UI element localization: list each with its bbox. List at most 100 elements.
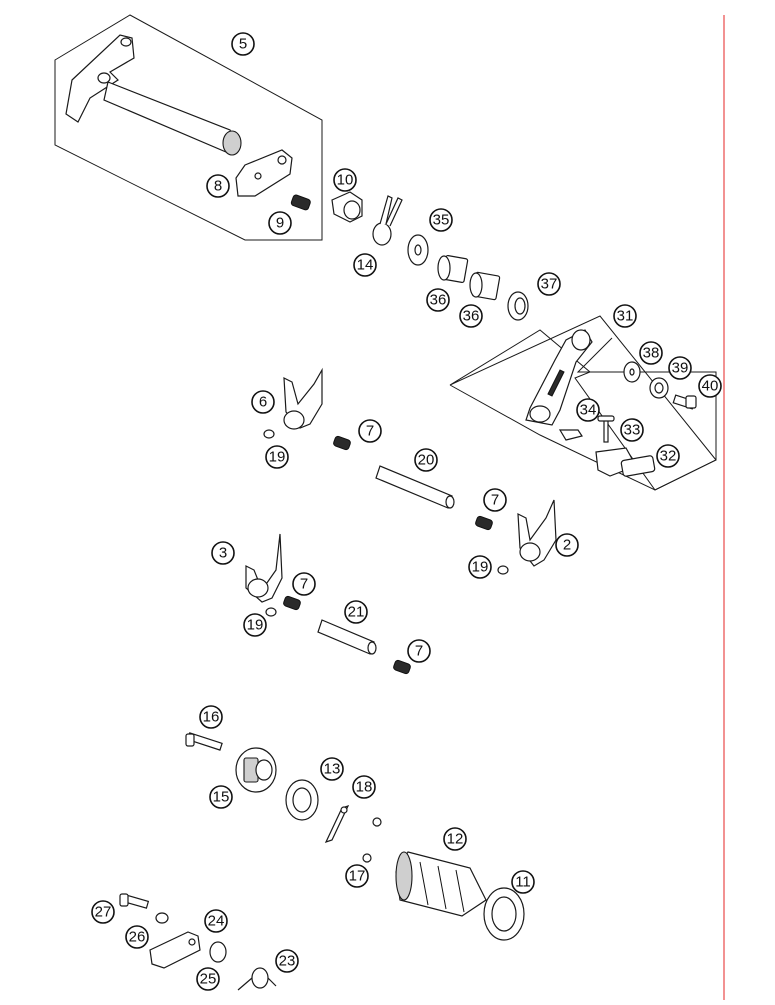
svg-text:33: 33 — [624, 422, 641, 439]
lock-washer-39 — [649, 377, 669, 399]
callout-27: 27 — [91, 900, 115, 924]
svg-text:10: 10 — [337, 172, 354, 189]
bolt-16 — [185, 732, 223, 751]
svg-text:17: 17 — [349, 868, 366, 885]
callout-8: 8 — [206, 174, 230, 198]
spring-clip-14 — [372, 195, 403, 246]
spring-7b — [475, 515, 493, 531]
svg-text:32: 32 — [660, 448, 677, 465]
shift-fork-2 — [517, 499, 557, 567]
svg-text:7: 7 — [491, 492, 499, 509]
group-frame-shift-lever-outline — [449, 337, 717, 491]
locking-lever-26 — [149, 931, 201, 969]
callout-16: 16 — [199, 705, 223, 729]
svg-text:19: 19 — [269, 449, 286, 466]
bolt-40 — [672, 394, 697, 410]
svg-text:27: 27 — [95, 904, 112, 921]
svg-text:20: 20 — [418, 452, 435, 469]
svg-text:25: 25 — [200, 971, 217, 988]
svg-text:16: 16 — [203, 709, 220, 726]
callout-2: 2 — [555, 533, 579, 557]
callout-39: 39 — [668, 356, 692, 380]
svg-text:36: 36 — [463, 308, 480, 325]
callout-26: 26 — [125, 925, 149, 949]
svg-text:35: 35 — [433, 212, 450, 229]
shift-drum-12 — [395, 851, 487, 917]
bearing-13 — [285, 779, 319, 821]
callout-40: 40 — [698, 374, 722, 398]
svg-text:39: 39 — [672, 360, 689, 377]
shift-rail-20 — [375, 465, 455, 509]
callout-38: 38 — [639, 341, 663, 365]
pin-34 — [558, 429, 583, 441]
washer-38 — [623, 361, 641, 383]
shift-rail-21 — [317, 619, 377, 655]
callout-7c: 7 — [292, 572, 316, 596]
svg-text:19: 19 — [472, 559, 489, 576]
svg-text:21: 21 — [348, 604, 365, 621]
svg-text:3: 3 — [219, 545, 227, 562]
callout-32: 32 — [656, 444, 680, 468]
retainer-18 — [324, 804, 350, 844]
callout-36b: 36 — [459, 304, 483, 328]
svg-text:11: 11 — [515, 874, 531, 891]
svg-text:7: 7 — [366, 423, 374, 440]
callout-19a: 19 — [265, 445, 289, 469]
callout-25: 25 — [196, 967, 220, 991]
shift-plate — [235, 149, 293, 197]
screw-18 — [372, 817, 382, 827]
callout-34: 34 — [576, 398, 600, 422]
svg-text:18: 18 — [356, 779, 373, 796]
callout-37: 37 — [537, 272, 561, 296]
svg-text:38: 38 — [643, 345, 660, 362]
svg-text:31: 31 — [617, 308, 634, 325]
callout-23: 23 — [275, 949, 299, 973]
pin-19a — [263, 429, 275, 439]
callout-19b: 19 — [468, 555, 492, 579]
callout-7b: 7 — [483, 488, 507, 512]
callout-7a: 7 — [358, 419, 382, 443]
svg-text:23: 23 — [279, 953, 296, 970]
callout-13: 13 — [320, 757, 344, 781]
callout-6: 6 — [251, 390, 275, 414]
spring-7c — [283, 595, 301, 611]
pin-33 — [597, 415, 615, 443]
shift-drum-locator-15 — [235, 747, 277, 793]
bolt-27 — [119, 893, 150, 909]
callout-35: 35 — [429, 208, 453, 232]
svg-text:15: 15 — [213, 789, 230, 806]
callout-5: 5 — [231, 32, 255, 56]
svg-text:19: 19 — [247, 617, 264, 634]
callout-19c: 19 — [243, 613, 267, 637]
pin-19b — [497, 565, 509, 575]
pin-19c — [265, 607, 277, 617]
callout-21: 21 — [344, 600, 368, 624]
svg-text:34: 34 — [580, 402, 597, 419]
bushing-10 — [331, 191, 363, 223]
svg-text:26: 26 — [129, 929, 146, 946]
svg-text:37: 37 — [541, 276, 558, 293]
shift-fork-6 — [283, 367, 323, 430]
callout-14: 14 — [353, 253, 377, 277]
svg-text:8: 8 — [214, 178, 222, 195]
washer-24 — [155, 912, 169, 924]
spring-7d — [393, 659, 411, 675]
callout-15: 15 — [209, 785, 233, 809]
callout-20: 20 — [414, 448, 438, 472]
svg-text:6: 6 — [259, 394, 267, 411]
callout-36a: 36 — [426, 288, 450, 312]
callout-9: 9 — [268, 211, 292, 235]
shift-pedal-tip-32 — [595, 447, 656, 477]
shift-shaft — [65, 34, 242, 156]
spring-7a — [333, 435, 351, 451]
callout-24: 24 — [204, 909, 228, 933]
callout-7d: 7 — [407, 639, 431, 663]
svg-text:7: 7 — [415, 643, 423, 660]
callout-18: 18 — [352, 775, 376, 799]
callout-33: 33 — [620, 418, 644, 442]
svg-text:2: 2 — [563, 537, 571, 554]
svg-text:7: 7 — [300, 576, 308, 593]
roller-25 — [209, 941, 227, 963]
svg-text:24: 24 — [208, 913, 225, 930]
bearing-11 — [483, 887, 525, 941]
